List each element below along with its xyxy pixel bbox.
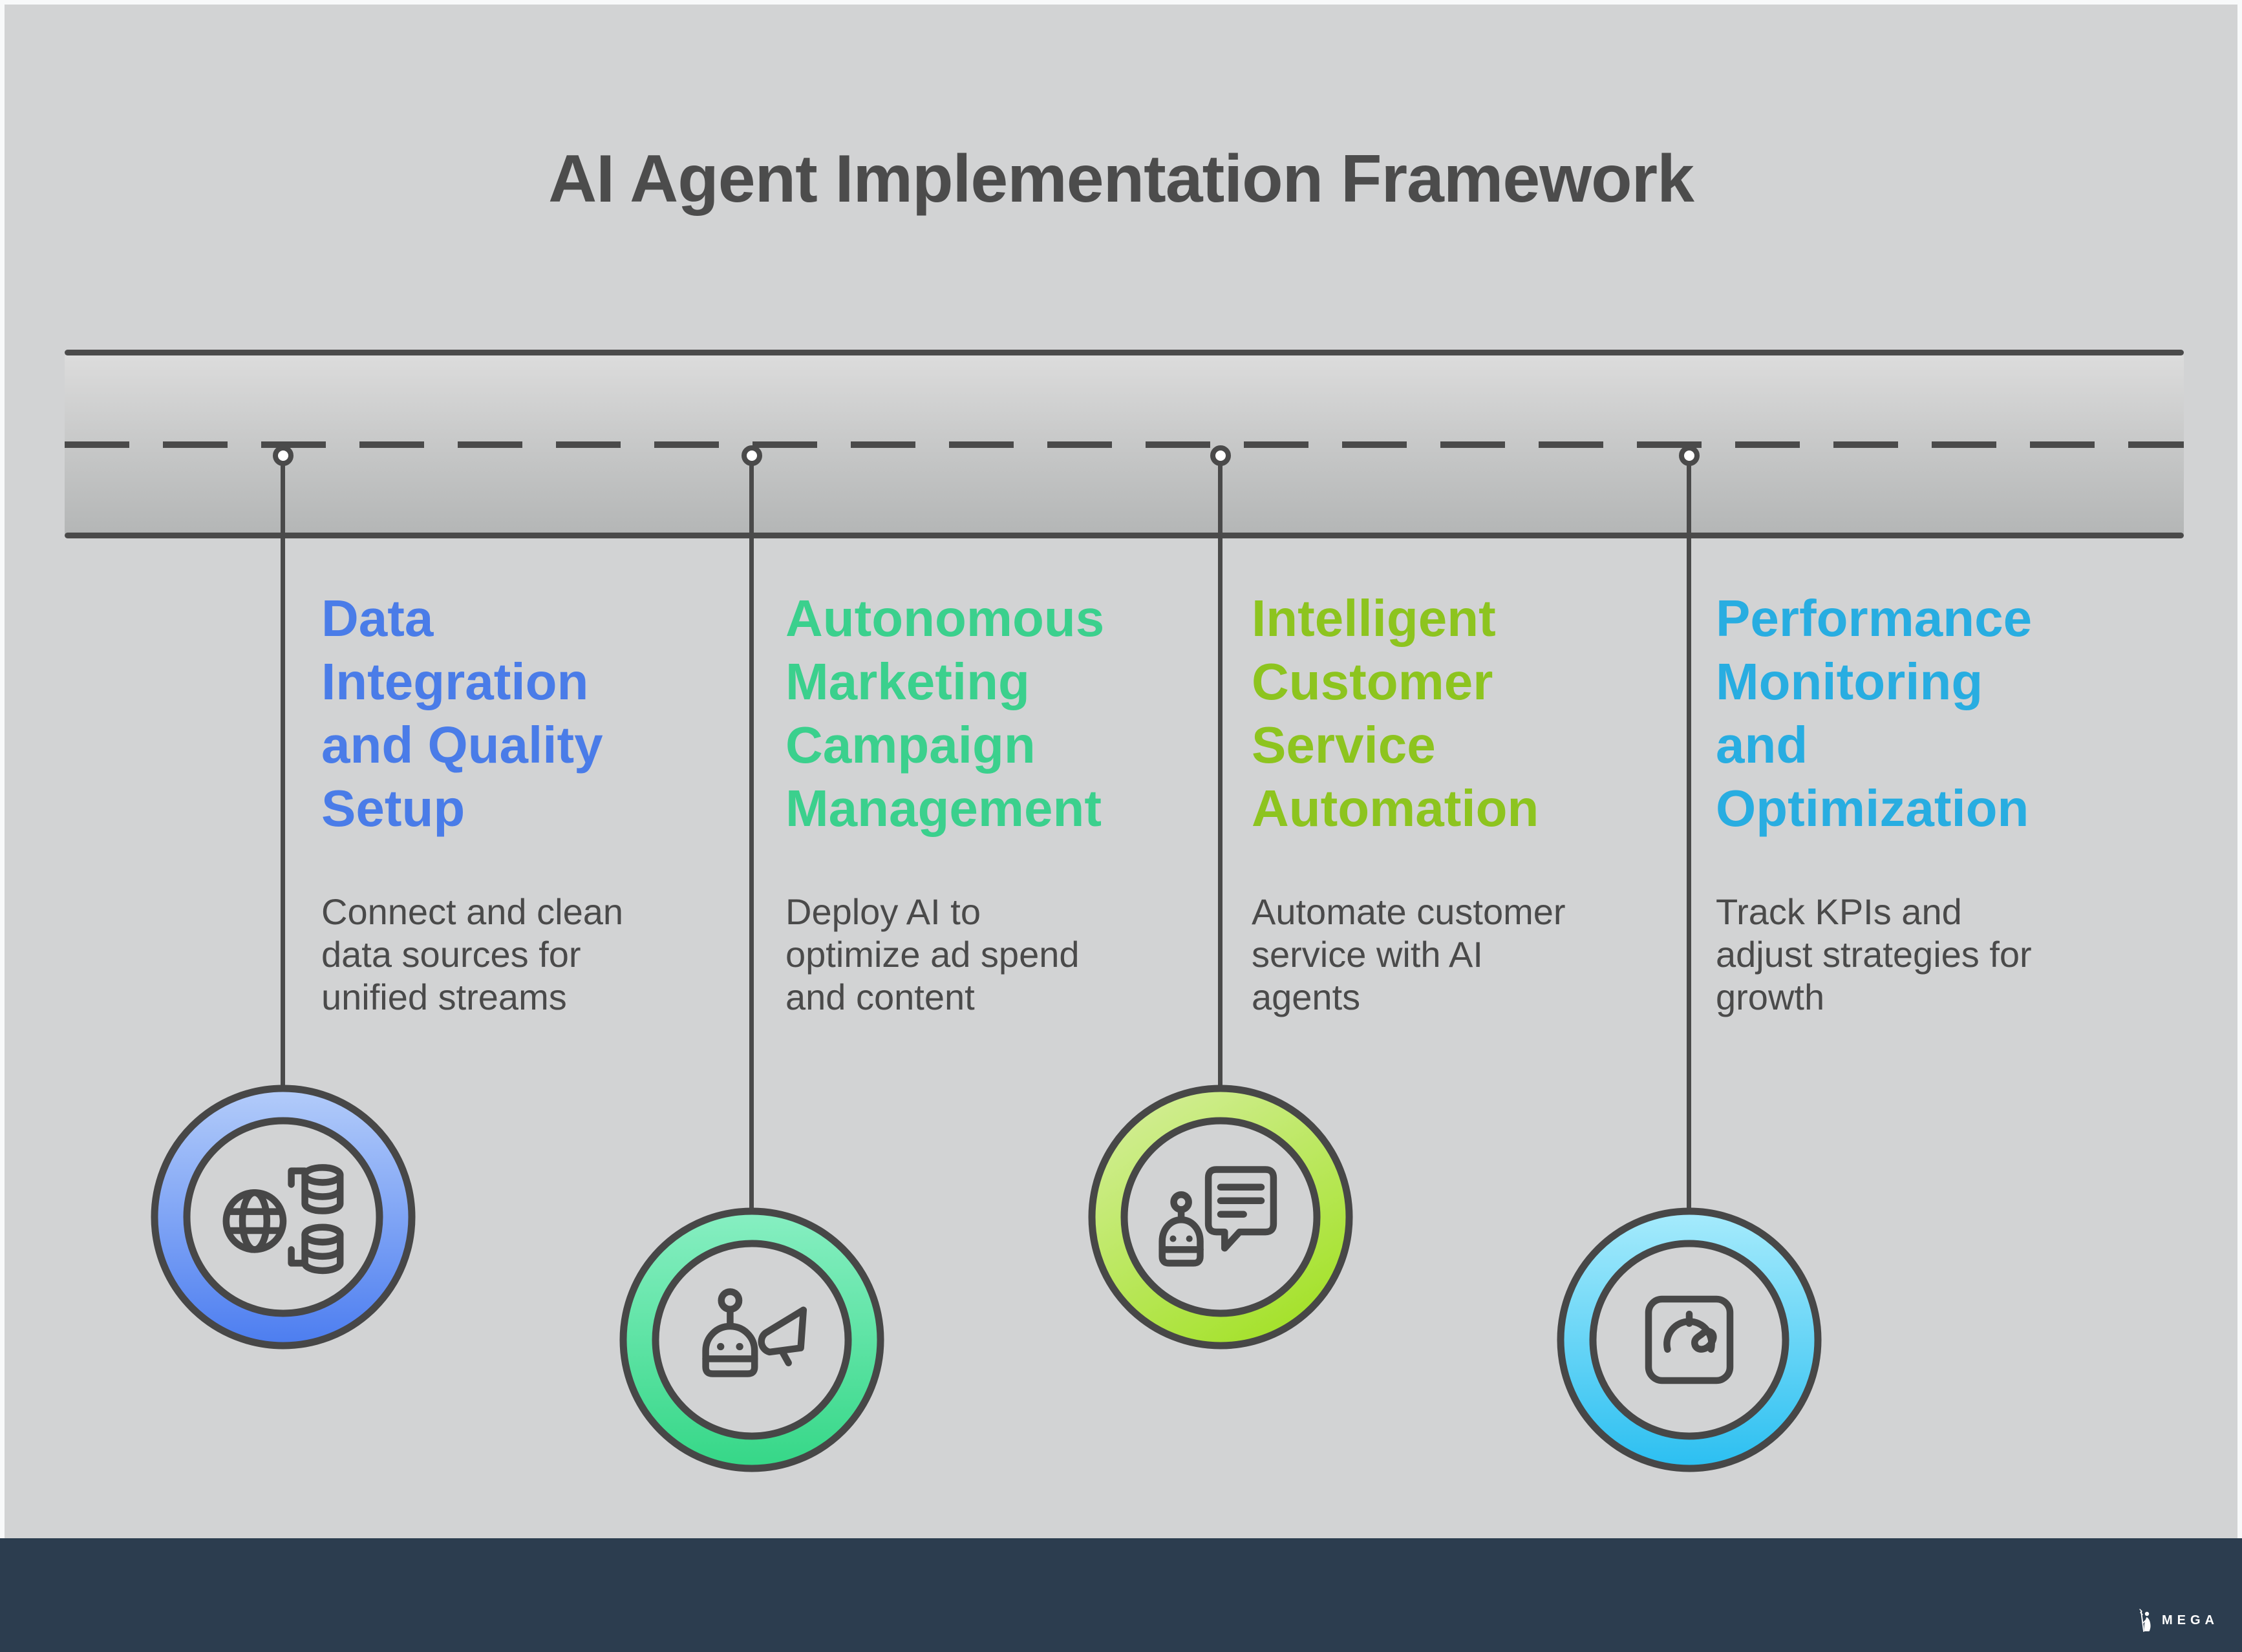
column-description: Automate customer service with AI agents [1252, 891, 1566, 1017]
connector-line [1218, 456, 1222, 1089]
timeline-top-line [65, 350, 2184, 355]
brand-name: MEGA [2162, 1613, 2219, 1627]
timeline-connector-dot [1679, 445, 1700, 466]
column-performance-monitoring: Performance Monitoring and Optimization … [1716, 587, 2058, 1019]
connector-line [1687, 456, 1691, 1212]
timeline-bottom-line [65, 533, 2184, 538]
connector-line [749, 456, 754, 1212]
column-description: Deploy AI to optimize ad spend and conte… [785, 891, 1080, 1017]
robot-megaphone-icon [619, 1207, 884, 1472]
timeline-connector-dot [742, 445, 762, 466]
timeline-connector-dot [273, 445, 294, 466]
column-heading: Data Integration and Quality Setup [321, 589, 603, 837]
column-description: Connect and clean data sources for unifi… [321, 891, 624, 1017]
timeline-connector-dot [1210, 445, 1231, 466]
brand-logo: MEGA [2137, 1608, 2219, 1633]
column-customer-service: Intelligent Customer Service Automation … [1252, 587, 1594, 1019]
gauge-icon [1557, 1207, 1822, 1472]
column-description: Track KPIs and adjust strategies for gro… [1716, 891, 2032, 1017]
column-marketing-campaign: Autonomous Marketing Campaign Management… [785, 587, 1128, 1019]
globe-database-icon [151, 1085, 416, 1350]
mega-wizard-icon [2139, 1609, 2151, 1632]
column-data-integration: Data Integration and Quality Setup Conne… [321, 587, 664, 1019]
column-heading: Performance Monitoring and Optimization [1716, 589, 2033, 837]
timeline-dashed-line [65, 441, 2184, 448]
page-title: AI Agent Implementation Framework [548, 142, 1694, 217]
robot-chat-icon [1088, 1085, 1353, 1350]
connector-line [281, 456, 285, 1089]
column-heading: Autonomous Marketing Campaign Management [785, 589, 1105, 837]
column-heading: Intelligent Customer Service Automation [1252, 589, 1539, 837]
footer-band: MEGA [0, 1538, 2242, 1652]
